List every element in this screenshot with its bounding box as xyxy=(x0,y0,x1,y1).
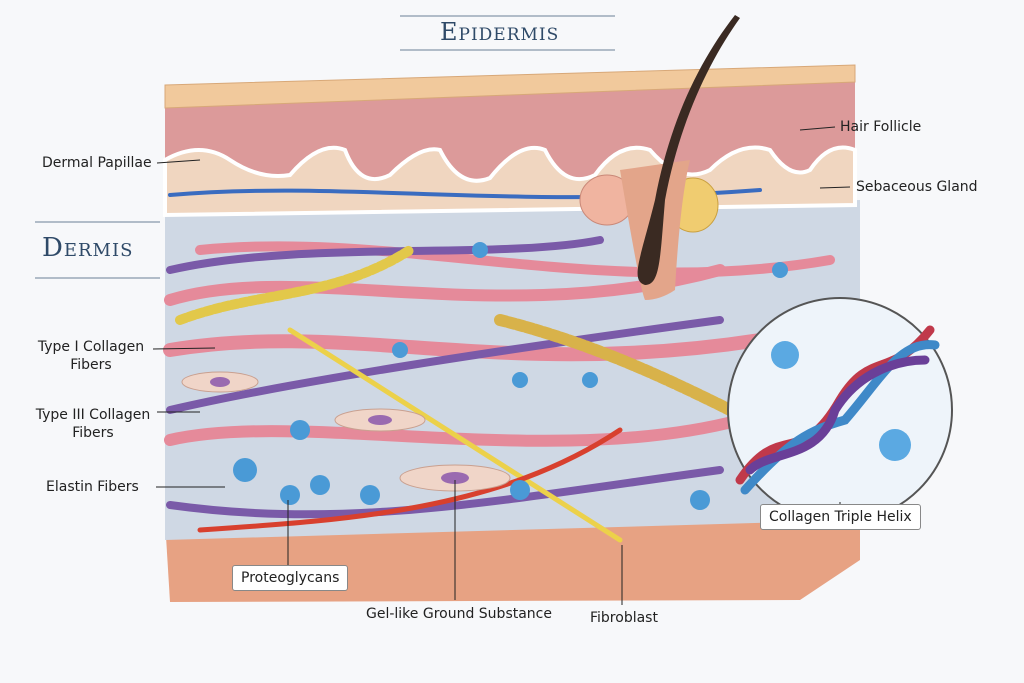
leader-lines xyxy=(152,126,851,605)
label-ground-substance: Gel-like Ground Substance xyxy=(366,606,552,622)
label-line: Fibers xyxy=(70,357,112,373)
label-elastin-fibers: Elastin Fibers xyxy=(46,479,139,495)
label-dermal-papillae: Dermal Papillae xyxy=(42,155,152,171)
label-line: Type III Collagen xyxy=(35,407,151,423)
label-collagen-triple-helix: Collagen Triple Helix xyxy=(760,504,921,530)
label-line: Fibers xyxy=(72,425,114,441)
label-proteoglycans: Proteoglycans xyxy=(232,565,349,591)
hair-shaft xyxy=(637,15,740,285)
label-line: Type I Collagen xyxy=(37,339,145,355)
label-type3-collagen: Type III Collagen Fibers xyxy=(28,406,158,442)
stratum-corneum xyxy=(164,64,856,109)
label-fibroblast: Fibroblast xyxy=(590,610,658,626)
label-hair-follicle: Hair Follicle xyxy=(840,119,922,135)
label-sebaceous-gland: Sebaceous Gland xyxy=(856,179,978,195)
dermis-title: Dermis xyxy=(42,233,134,263)
label-type1-collagen: Type I Collagen Fibers xyxy=(30,338,152,374)
epidermis-title: Epidermis xyxy=(440,18,560,46)
proteoglycan-cluster xyxy=(233,242,788,510)
